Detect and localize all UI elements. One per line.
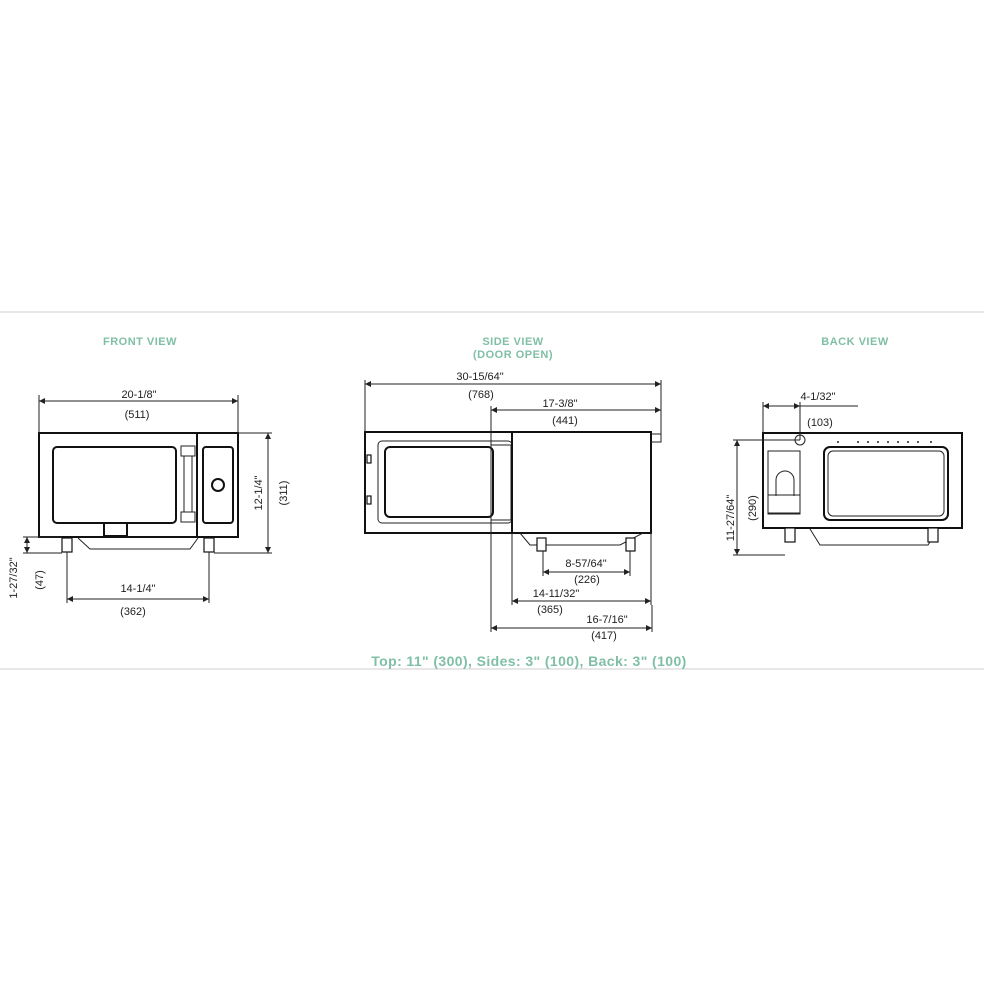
clearance-note: Top: 11" (300), Sides: 3" (100), Back: 3… (371, 653, 686, 669)
feet-span-inches: 14-1/4" (120, 583, 155, 595)
back-offset-inches: 4-1/32" (800, 391, 835, 403)
side-view-drawing (364, 380, 662, 632)
front-view-drawing (23, 395, 272, 603)
front-width-inches: 20-1/8" (121, 389, 156, 401)
side-feet-mm: (226) (574, 574, 600, 586)
side-feet-inches: 8-57/64" (565, 558, 606, 570)
side-total-inches: 30-15/64" (456, 371, 503, 383)
front-width-mm: (511) (125, 409, 150, 421)
foot-height-mm: (47) (34, 570, 46, 590)
feet-span-mm: (362) (120, 606, 146, 618)
front-height-mm: (311) (278, 481, 290, 506)
side-total-mm: (768) (468, 389, 494, 401)
side-overall-mm: (417) (591, 630, 617, 642)
front-height-inches: 12-1/4" (253, 475, 265, 510)
side-depth-inches: 17-3/8" (542, 398, 577, 410)
side-depth-mm: (441) (552, 415, 578, 427)
back-height-inches: 11-27/64" (725, 495, 737, 542)
side-view-heading: SIDE VIEW (482, 336, 543, 348)
back-height-mm: (290) (747, 495, 759, 521)
foot-height-inches: 1-27/32" (8, 557, 20, 598)
side-view-subheading: (DOOR OPEN) (473, 349, 553, 361)
side-body-mm: (365) (537, 604, 563, 616)
side-body-inches: 14-11/32" (533, 588, 580, 600)
side-overall-inches: 16-7/16" (586, 614, 627, 626)
back-view-drawing (733, 402, 963, 556)
back-offset-mm: (103) (807, 417, 833, 429)
back-view-heading: BACK VIEW (821, 336, 889, 348)
front-view-heading: FRONT VIEW (103, 336, 177, 348)
